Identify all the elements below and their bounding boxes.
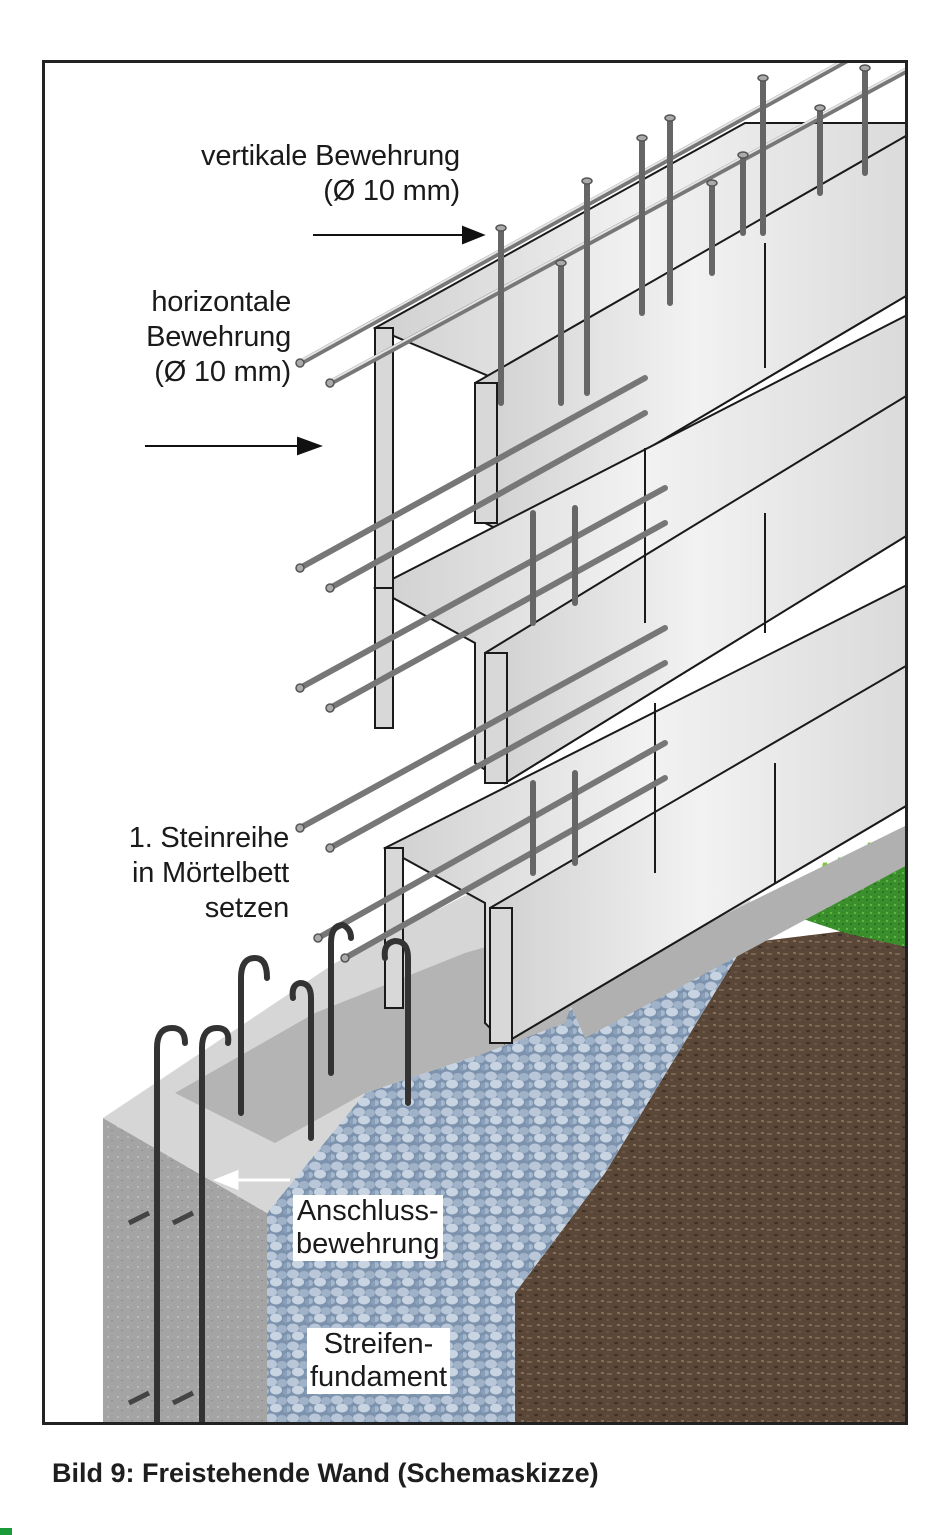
- label-horizontal-reinforcement: horizontale Bewehrung (Ø 10 mm): [85, 285, 291, 390]
- horizontal-rebars: [297, 63, 905, 961]
- anschluss-arrow: [212, 1169, 290, 1191]
- label-first-row: 1. Steinreihe in Mörtelbett setzen: [75, 821, 289, 926]
- label-strip-foundation: Streifen- fundament: [307, 1328, 451, 1394]
- label-connection-reinforcement: Anschluss- bewehrung: [293, 1195, 443, 1261]
- label-line: Bewehrung: [146, 321, 291, 353]
- starter-bars: [154, 921, 411, 1422]
- vertical-rebars: [498, 65, 868, 876]
- label-line: in Mörtelbett: [132, 857, 289, 889]
- leader-arrows: [145, 225, 486, 456]
- soil: [515, 923, 905, 1422]
- rebar-caps: [295, 64, 871, 963]
- concrete-foundation-front: [103, 1118, 267, 1422]
- label-vertical-reinforcement: vertikale Bewehrung (Ø 10 mm): [150, 139, 460, 209]
- label-line: 1. Steinreihe: [128, 822, 289, 854]
- label-line: setzen: [204, 892, 289, 924]
- block-courses: [372, 122, 905, 1045]
- wall-illustration: [103, 63, 905, 1422]
- figure-caption: Bild 9: Freistehende Wand (Schemaskizze): [52, 1458, 599, 1488]
- label-line: vertikale Bewehrung: [201, 140, 460, 172]
- label-line: Anschluss-: [296, 1195, 439, 1227]
- kerb: [565, 825, 905, 1038]
- green-page-marker: [0, 1528, 12, 1535]
- starter-bar-stubs: [127, 1210, 195, 1406]
- label-line: (Ø 10 mm): [323, 175, 460, 207]
- wall-diagram: vertikale Bewehrung (Ø 10 mm) horizontal…: [42, 60, 908, 1425]
- label-line: Streifen-: [323, 1328, 434, 1360]
- label-line: fundament: [310, 1361, 448, 1393]
- horizontal-rebars-highlight: [299, 63, 905, 382]
- label-line: horizontale: [151, 286, 291, 318]
- gravel: [267, 943, 745, 1422]
- label-line: (Ø 10 mm): [154, 356, 291, 388]
- label-line: bewehrung: [296, 1228, 440, 1260]
